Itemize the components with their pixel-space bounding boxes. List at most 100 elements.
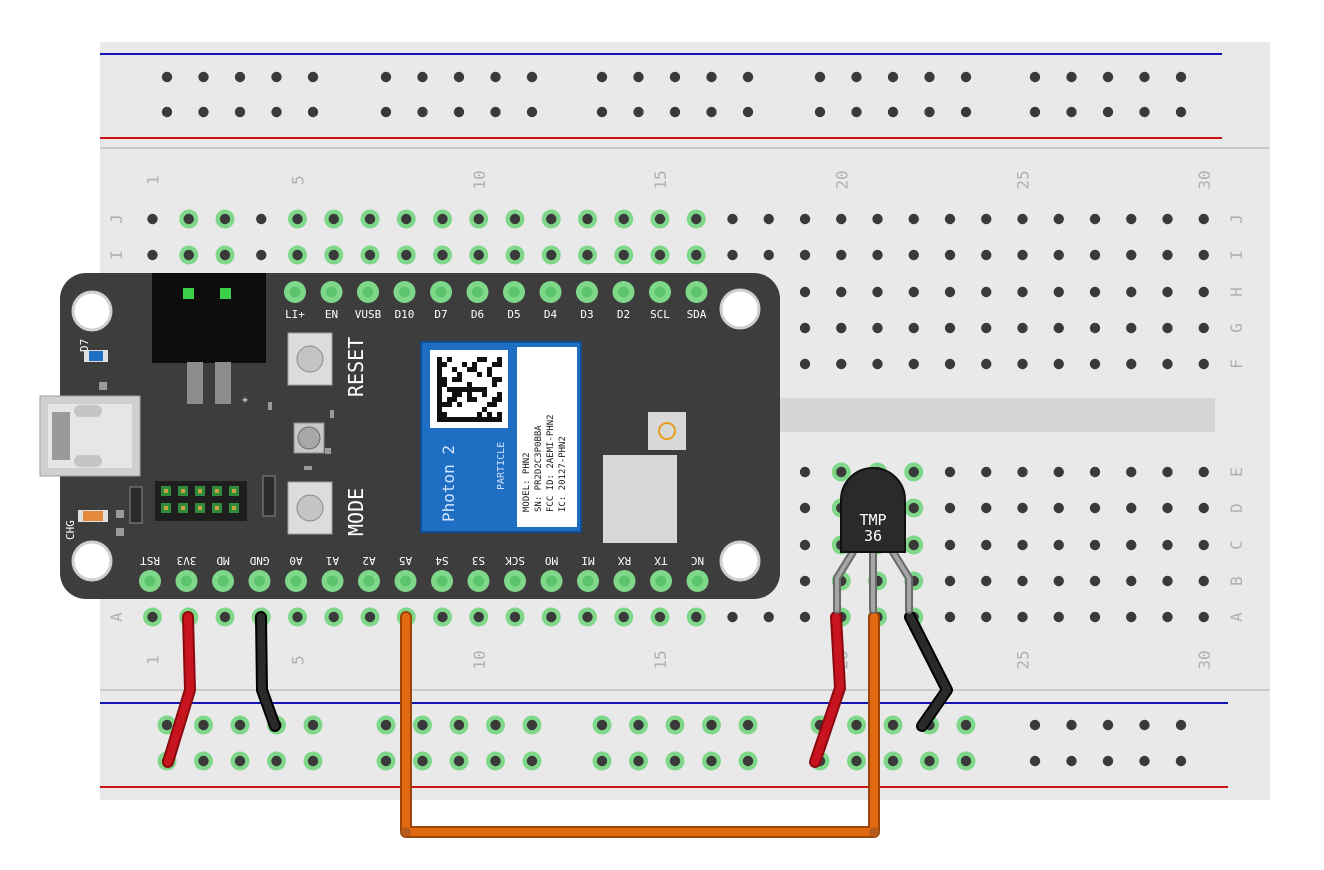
row-letter: A xyxy=(1227,612,1246,622)
terminal-hole xyxy=(908,466,919,478)
reset-button[interactable] xyxy=(287,332,333,386)
terminal-hole xyxy=(836,358,847,370)
mode-button[interactable] xyxy=(287,481,333,535)
mount-hole-bottom-left xyxy=(71,540,113,582)
terminal-hole xyxy=(1017,502,1028,514)
terminal-hole xyxy=(256,249,267,261)
terminal-hole xyxy=(509,611,521,623)
chg-led xyxy=(83,511,103,521)
terminal-hole xyxy=(908,322,919,334)
mount-hole-top-right xyxy=(719,288,761,330)
rail-hole xyxy=(234,71,246,83)
terminal-hole xyxy=(944,502,956,514)
sensor-label-2: 36 xyxy=(864,527,882,545)
terminal-hole xyxy=(1017,575,1028,587)
rail-hole xyxy=(633,106,644,118)
terminal-hole xyxy=(401,249,412,261)
rail-hole xyxy=(669,106,681,118)
terminal-hole xyxy=(981,466,992,478)
module-title: Photon 2 xyxy=(439,445,458,522)
rail-hole xyxy=(887,755,899,767)
terminal-hole xyxy=(1017,539,1028,551)
column-number: 10 xyxy=(470,170,489,189)
top-pin-label: EN xyxy=(325,308,338,321)
terminal-hole xyxy=(1053,575,1064,587)
chg-label: CHG xyxy=(64,520,77,540)
terminal-hole xyxy=(292,249,303,261)
terminal-hole xyxy=(1162,611,1173,623)
rail-hole xyxy=(960,719,972,731)
terminal-hole xyxy=(836,286,847,298)
terminal-hole xyxy=(473,611,484,623)
terminal-hole xyxy=(691,213,702,225)
terminal-hole xyxy=(1198,249,1209,261)
terminal-hole xyxy=(1198,322,1209,334)
rail-hole xyxy=(960,106,972,118)
rail-hole xyxy=(161,719,173,731)
antenna-block xyxy=(603,455,677,543)
column-number: 25 xyxy=(1014,650,1033,669)
module-brand: PARTICLE xyxy=(496,442,507,490)
rail-hole xyxy=(1029,755,1041,767)
terminal-hole xyxy=(727,213,738,225)
column-number: 15 xyxy=(651,650,670,669)
rail-hole xyxy=(1175,719,1187,731)
terminal-hole xyxy=(944,213,956,225)
rail-hole xyxy=(742,719,754,731)
terminal-hole xyxy=(1053,466,1064,478)
terminal-hole xyxy=(908,358,919,370)
bottom-pin-label: S3 xyxy=(472,554,485,567)
row-letter: H xyxy=(1227,287,1246,297)
terminal-hole xyxy=(763,213,774,225)
terminal-hole xyxy=(908,213,919,225)
row-letter: J xyxy=(1227,214,1246,224)
rail-hole xyxy=(706,106,717,118)
terminal-hole xyxy=(1162,213,1173,225)
rail-hole xyxy=(234,755,246,767)
bottom-pin-label: MI xyxy=(581,554,594,567)
rail-hole xyxy=(417,106,428,118)
rail-hole xyxy=(814,71,826,83)
terminal-hole xyxy=(836,249,847,261)
top-pin-label: D5 xyxy=(507,308,520,321)
terminal-hole xyxy=(1162,466,1173,478)
top-pin-label: VUSB xyxy=(355,308,382,321)
top-pin-label: D6 xyxy=(471,308,484,321)
terminal-hole xyxy=(872,249,883,261)
terminal-hole xyxy=(1162,322,1173,334)
row-letter: D xyxy=(1227,503,1246,513)
row-letter: B xyxy=(1227,576,1246,586)
rail-hole xyxy=(453,719,465,731)
rail-hole xyxy=(198,719,209,731)
column-number: 5 xyxy=(289,655,308,665)
rail-hole xyxy=(1175,71,1187,83)
rail-hole xyxy=(380,106,392,118)
terminal-hole xyxy=(292,213,303,225)
terminal-hole xyxy=(1198,213,1209,225)
terminal-hole xyxy=(727,611,738,623)
terminal-hole xyxy=(1017,611,1028,623)
terminal-hole xyxy=(183,213,194,225)
terminal-hole xyxy=(1198,611,1209,623)
terminal-hole xyxy=(981,611,992,623)
terminal-hole xyxy=(1089,286,1101,298)
terminal-hole xyxy=(1126,466,1137,478)
rail-hole xyxy=(742,106,754,118)
terminal-hole xyxy=(908,502,919,514)
terminal-hole xyxy=(147,611,158,623)
terminal-hole xyxy=(944,286,956,298)
rail-hole xyxy=(633,719,644,731)
terminal-hole xyxy=(1126,322,1137,334)
rail-hole xyxy=(453,71,465,83)
rail-hole xyxy=(814,106,826,118)
rail-hole xyxy=(706,755,717,767)
terminal-hole xyxy=(328,611,339,623)
bottom-pin-label: SCK xyxy=(505,554,525,567)
rail-hole xyxy=(960,755,972,767)
terminal-hole xyxy=(292,611,303,623)
terminal-hole xyxy=(1126,358,1137,370)
terminal-hole xyxy=(364,213,376,225)
terminal-hole xyxy=(219,249,231,261)
bottom-pin-label: S4 xyxy=(435,554,449,567)
